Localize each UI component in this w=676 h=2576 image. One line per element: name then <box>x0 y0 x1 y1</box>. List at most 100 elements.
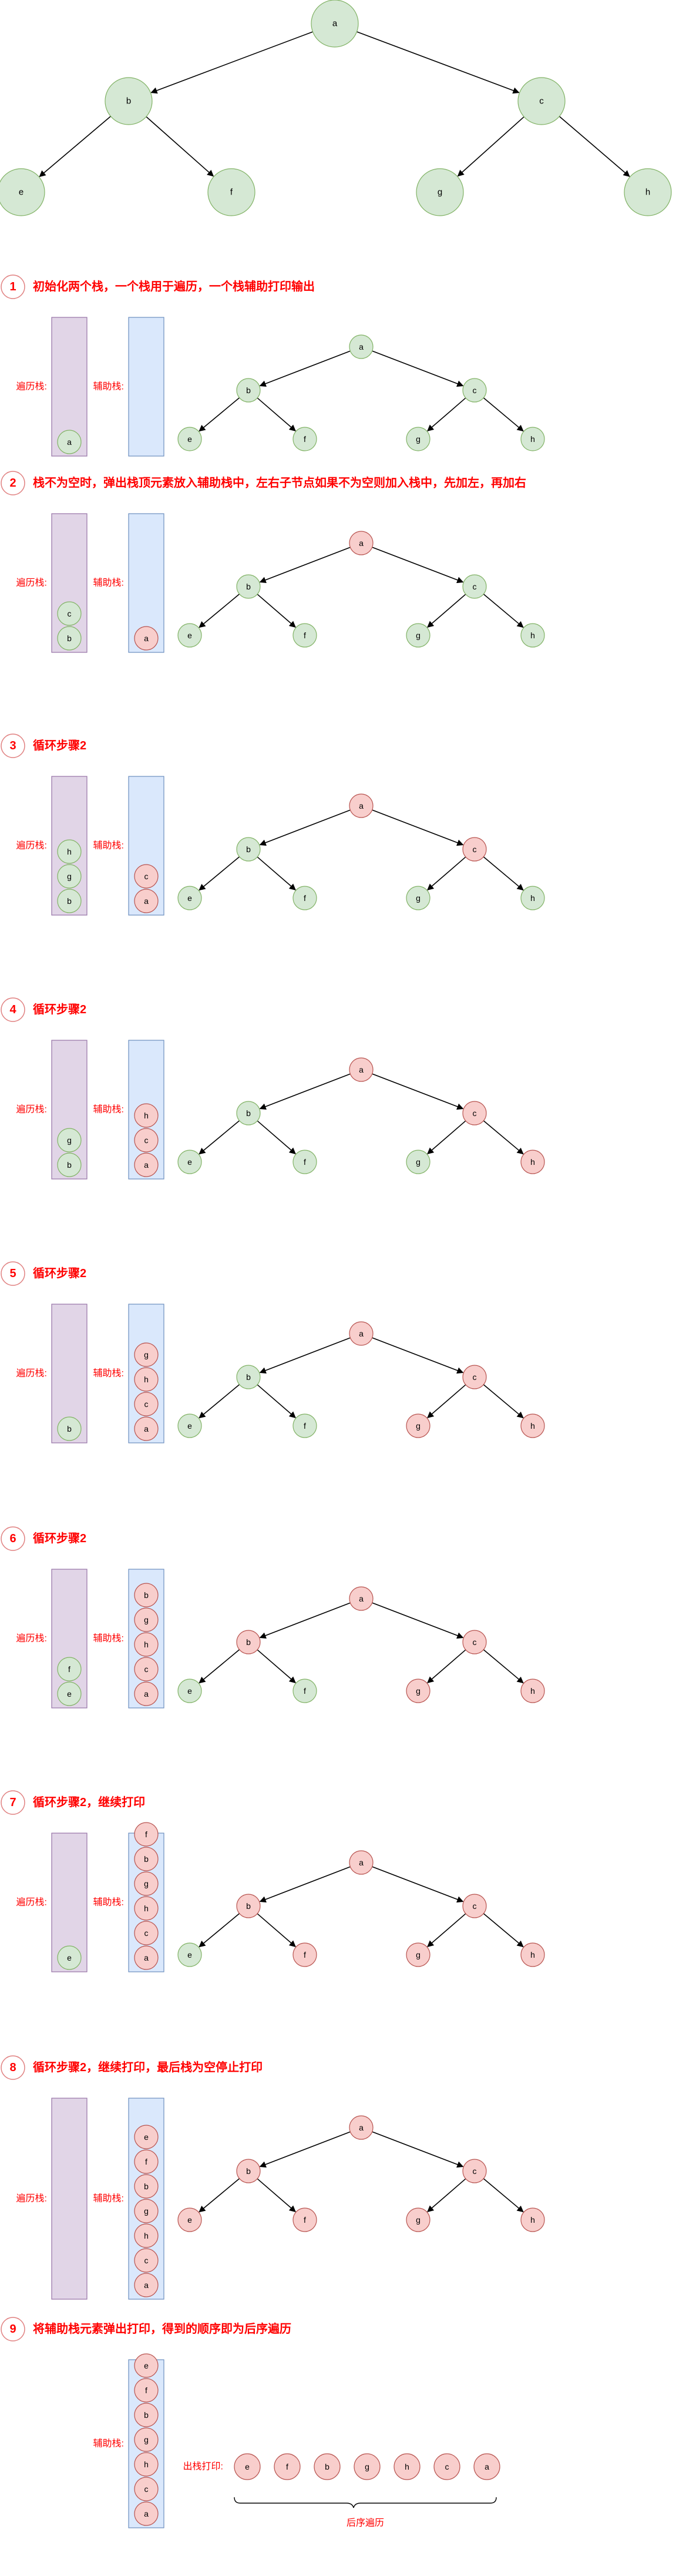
node-circle <box>134 2199 159 2223</box>
node-label: g <box>144 1350 149 1359</box>
aux-stack-item: h <box>134 1103 159 1128</box>
aux-stack-item: c <box>134 2248 159 2273</box>
node-label: c <box>539 96 544 106</box>
node-circle <box>236 2159 261 2183</box>
node-circle <box>236 1894 261 1918</box>
node-circle <box>57 1945 82 1970</box>
node-circle <box>349 793 374 818</box>
node-label: e <box>67 1953 72 1962</box>
tree-node-f: f <box>292 623 317 648</box>
node-circle <box>57 430 82 454</box>
traverse-stack-label: 遍历栈: <box>16 840 47 851</box>
step-number-circle <box>1 2055 25 2080</box>
tree-node-h: h <box>520 2207 545 2232</box>
node-label: c <box>144 2256 149 2265</box>
traverse-stack-item: b <box>57 889 82 913</box>
tree-node-a: a <box>349 334 374 359</box>
output-item: e <box>234 2453 261 2480</box>
node-label: a <box>144 1689 149 1699</box>
tree-node-c: c <box>462 2159 487 2183</box>
node-circle <box>349 334 374 359</box>
aux-stack-item: a <box>134 1416 159 1441</box>
step-title: 循环步骤2 <box>33 1531 86 1545</box>
node-label: f <box>286 2462 288 2471</box>
node-circle <box>462 837 487 862</box>
node-circle <box>292 2207 317 2232</box>
node-label: g <box>416 1686 421 1696</box>
node-circle <box>292 427 317 451</box>
tree-edge <box>199 1913 240 1948</box>
step-title: 循环步骤2 <box>33 738 86 752</box>
output-item: b <box>314 2453 341 2480</box>
node-label: a <box>144 2280 149 2290</box>
node-circle <box>520 1942 545 1967</box>
aux-stack-item: a <box>134 2273 159 2297</box>
node-label: g <box>144 1615 149 1624</box>
tree-edge <box>457 116 524 177</box>
aux-stack-item: h <box>134 1367 159 1392</box>
node-label: b <box>144 1854 149 1864</box>
aux-stack-item: c <box>134 1392 159 1416</box>
tree-node-h: h <box>520 1942 545 1967</box>
node-label: e <box>187 1421 192 1431</box>
traverse-stack-item: g <box>57 1128 82 1153</box>
node-circle <box>177 1150 202 1174</box>
tree-node-a: a <box>349 531 374 555</box>
node-circle <box>134 1583 159 1607</box>
tree-node-f: f <box>292 2207 317 2232</box>
step-title: 循环步骤2，继续打印 <box>33 1795 145 1809</box>
node-circle <box>274 2453 301 2480</box>
node-label: g <box>365 2462 369 2471</box>
tree-node-b: b <box>236 2159 261 2183</box>
node-label: e <box>144 2132 149 2142</box>
node-label: e <box>187 2215 192 2225</box>
node-label: c <box>144 1664 149 1674</box>
node-circle <box>134 2273 159 2297</box>
node-label: c <box>144 2484 149 2494</box>
node-label: a <box>359 1065 364 1074</box>
node-circle <box>134 1392 159 1416</box>
node-label: b <box>67 896 72 906</box>
traverse-stack-item: g <box>57 864 82 889</box>
aux-stack-label: 辅助栈: <box>93 1368 124 1379</box>
node-label: e <box>19 187 23 197</box>
node-circle <box>57 1416 82 1441</box>
node-label: a <box>359 801 364 810</box>
tree-edge <box>199 1649 240 1684</box>
node-circle <box>462 1630 487 1654</box>
tree-edge <box>257 1649 296 1683</box>
tree-edge <box>427 594 466 628</box>
node-label: h <box>530 434 535 444</box>
traverse-stack-label: 遍历栈: <box>16 1368 47 1379</box>
tree-edge <box>199 1384 240 1419</box>
node-label: h <box>144 1904 149 1913</box>
node-circle <box>134 864 159 889</box>
aux-stack-item: f <box>134 2378 159 2403</box>
node-circle <box>177 1942 202 1967</box>
node-label: c <box>445 2462 449 2471</box>
tree-node-c: c <box>462 1894 487 1918</box>
node-circle <box>134 889 159 913</box>
tree-node-a: a <box>349 2115 374 2140</box>
node-circle <box>311 0 359 48</box>
node-label: a <box>144 896 149 906</box>
tree-node-a: a <box>311 0 359 48</box>
aux-stack-item: f <box>134 2149 159 2174</box>
tree-node-e: e <box>177 1413 202 1438</box>
step-number-circle <box>1 1790 25 1815</box>
node-circle <box>520 1413 545 1438</box>
node-label: a <box>67 437 72 447</box>
node-circle <box>134 2403 159 2427</box>
node-circle <box>57 1681 82 1706</box>
aux-stack-item: a <box>134 626 159 651</box>
node-label: e <box>187 1950 192 1959</box>
step-number: 4 <box>9 1003 16 1016</box>
traverse-stack-item: b <box>57 1416 82 1441</box>
tree-node-a: a <box>349 1057 374 1082</box>
node-label: h <box>530 893 535 903</box>
node-circle <box>134 1342 159 1367</box>
tree-edge <box>372 809 464 846</box>
